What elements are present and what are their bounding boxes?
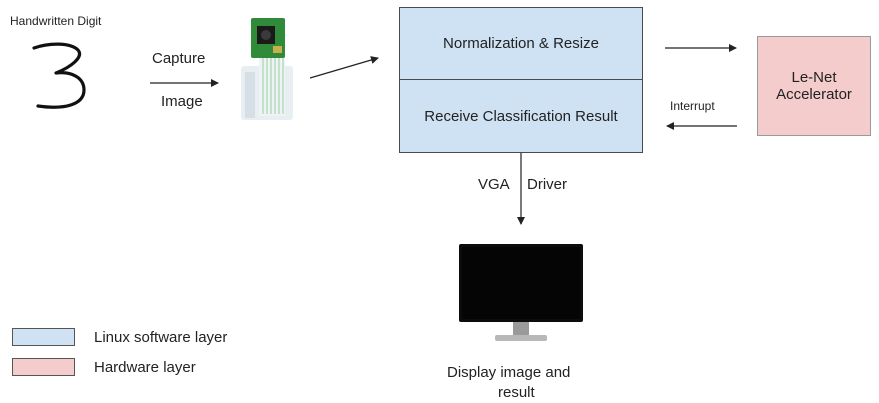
camera-module-icon (241, 18, 293, 120)
legend-label-software: Linux software layer (94, 328, 228, 346)
driver-label: Driver (527, 176, 567, 193)
receive-classification-box: Receive Classification Result (399, 79, 643, 153)
handwritten-digit-icon (32, 42, 86, 109)
image-label: Image (161, 93, 203, 110)
legend-swatch-software (12, 328, 75, 346)
vga-label: VGA (478, 176, 510, 193)
legend: Linux software layer Hardware layer (12, 326, 227, 378)
lenet-label: Le-Net (791, 69, 837, 86)
monitor-icon (459, 244, 583, 341)
legend-item-hardware: Hardware layer (12, 356, 227, 378)
arrow-camera-to-software (309, 56, 379, 79)
legend-swatch-hardware (12, 358, 75, 376)
display-label-line1: Display image and (447, 364, 571, 381)
accelerator-label: Accelerator (776, 86, 852, 103)
display-label-line2: result (498, 384, 535, 401)
interrupt-label: Interrupt (670, 99, 715, 113)
capture-label: Capture (152, 50, 206, 67)
legend-item-software: Linux software layer (12, 326, 227, 348)
input-title: Handwritten Digit (10, 14, 102, 28)
legend-label-hardware: Hardware layer (94, 358, 196, 376)
lenet-accelerator-box: Le-Net Accelerator (757, 36, 871, 136)
normalization-resize-box: Normalization & Resize (399, 7, 643, 80)
